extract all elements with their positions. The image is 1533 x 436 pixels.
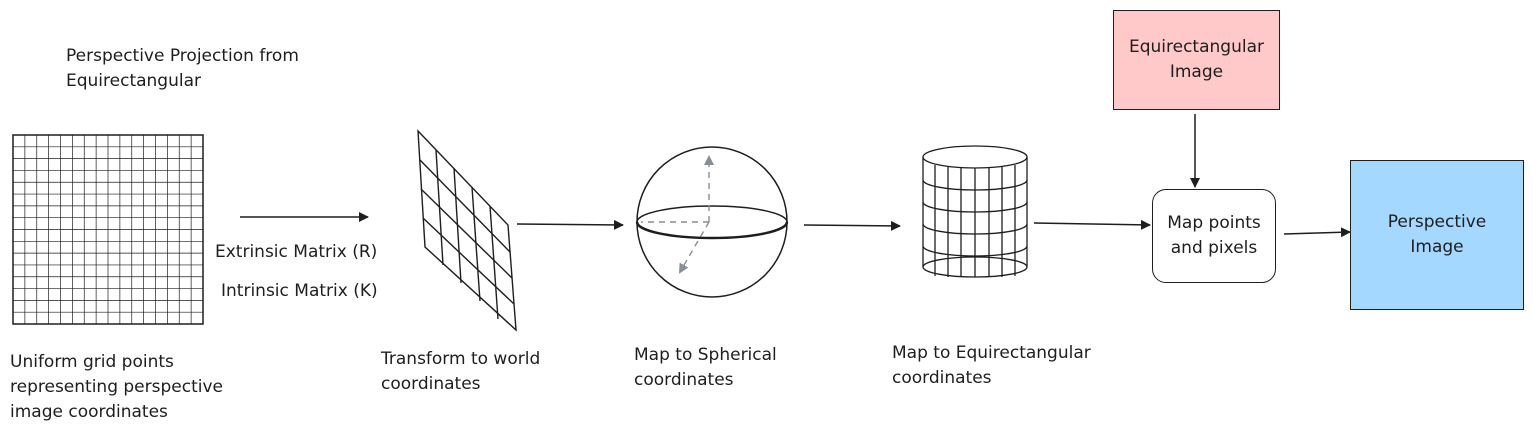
spherical-stage-label: Map to Spherical coordinates bbox=[634, 345, 777, 390]
cylinder-icon bbox=[922, 145, 1028, 278]
uniform-grid-icon bbox=[12, 134, 204, 325]
world-grid-icon bbox=[417, 129, 517, 332]
sphere-icon bbox=[635, 146, 789, 298]
equirectangular-image-box: Equirectangular Image bbox=[1113, 10, 1280, 110]
flow-arrows bbox=[240, 114, 1351, 238]
arrow-map-to-perspective bbox=[1283, 227, 1351, 238]
map-points-box: Map points and pixels bbox=[1152, 189, 1276, 283]
arrow-world-to-sphere bbox=[516, 219, 624, 230]
equirect-stage-label: Map to Equirectangular coordinates bbox=[892, 343, 1091, 388]
arrow-sphere-to-cylinder bbox=[803, 220, 901, 231]
arrow-cylinder-to-map bbox=[1033, 219, 1151, 230]
diagram-title: Perspective Projection from Equirectangu… bbox=[66, 46, 299, 91]
intrinsic-matrix-label: Intrinsic Matrix (K) bbox=[221, 281, 378, 301]
extrinsic-matrix-label: Extrinsic Matrix (R) bbox=[215, 242, 378, 262]
world-stage-label: Transform to world coordinates bbox=[381, 349, 541, 394]
perspective-image-box: Perspective Image bbox=[1350, 160, 1524, 310]
grid-stage-label: Uniform grid points representing perspec… bbox=[10, 352, 223, 422]
